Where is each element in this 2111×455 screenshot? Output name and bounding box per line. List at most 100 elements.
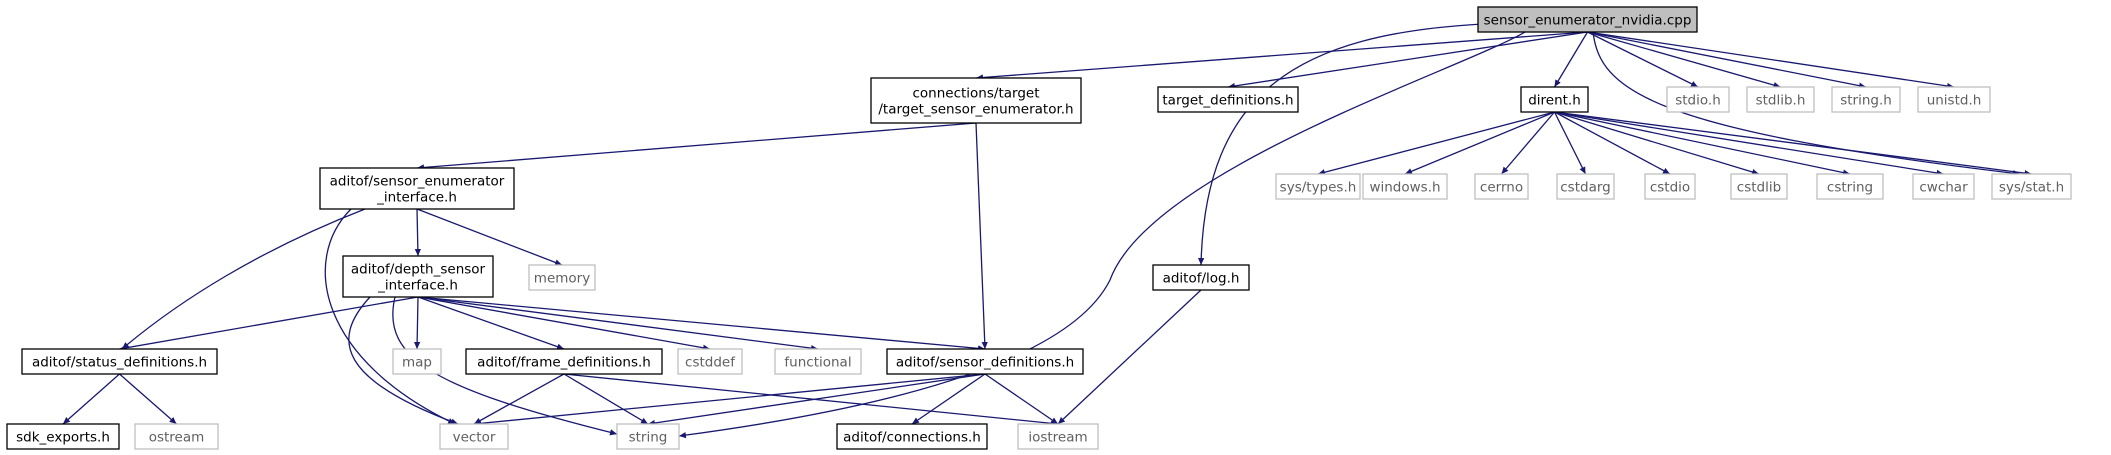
edge-sensor_enum_iface-to-status_defs	[121, 208, 366, 350]
node-box	[1730, 173, 1788, 200]
node-label: aditof/sensor_definitions.h	[896, 355, 1074, 371]
node-label: aditof/connections.h	[843, 430, 981, 446]
edge-dirent-to-cerrno	[1501, 111, 1555, 175]
node-label: aditof/log.h	[1163, 271, 1240, 287]
node-box	[1556, 173, 1615, 200]
node-stdlib_h: stdlib.h	[1746, 86, 1815, 113]
edge-target_enum-to-sensor_enum_iface	[416, 122, 977, 171]
node-depth_iface[interactable]: aditof/depth_sensor_interface.h	[342, 255, 494, 298]
node-label: _interface.h	[376, 190, 457, 206]
node-label: iostream	[1028, 430, 1087, 446]
node-label: connections/target	[912, 86, 1039, 102]
node-vector: vector	[439, 423, 509, 450]
edge-sensor_defs-to-iostream	[984, 373, 1059, 425]
node-connections[interactable]: aditof/connections.h	[836, 423, 988, 450]
node-box	[774, 348, 862, 375]
node-box	[886, 348, 1084, 375]
node-box	[21, 348, 218, 375]
node-box	[1666, 86, 1730, 113]
node-label: _interface.h	[377, 278, 458, 294]
edge-root-to-stdio_h	[1587, 31, 1699, 88]
node-label: unistd.h	[1927, 93, 1982, 109]
edge-sensor_defs-to-vector	[473, 373, 986, 427]
edge-root-to-target_defs	[1227, 31, 1588, 90]
node-box	[528, 264, 596, 291]
node-label: cerrno	[1480, 180, 1523, 196]
edge-depth_iface-to-frame_defs	[417, 296, 565, 350]
node-frame_defs[interactable]: aditof/frame_definitions.h	[465, 348, 663, 375]
node-box	[1746, 86, 1815, 113]
edge-depth_iface-to-map	[413, 296, 421, 350]
node-label: cstddef	[685, 355, 736, 371]
node-box	[1991, 173, 2072, 200]
node-box	[6, 423, 120, 450]
edge-dirent-to-sys_stat	[1554, 111, 2032, 177]
edge-sensor_enum_iface-to-memory	[416, 208, 563, 266]
edge-root-to-log_h	[1198, 23, 1484, 266]
node-label: sdk_exports.h	[16, 430, 110, 446]
node-label: string.h	[1840, 93, 1892, 109]
edge-status_defs-to-sdk_exports	[62, 373, 120, 425]
node-box	[1275, 173, 1361, 200]
node-sensor_defs[interactable]: aditof/sensor_definitions.h	[886, 348, 1084, 375]
node-box	[1520, 86, 1589, 113]
node-cerrno: cerrno	[1474, 173, 1529, 200]
node-log_h[interactable]: aditof/log.h	[1152, 264, 1250, 291]
edge-dirent-to-cstring	[1554, 111, 1851, 176]
node-functional: functional	[774, 348, 862, 375]
edge-root-to-stdlib_h	[1587, 31, 1781, 89]
node-target_defs[interactable]: target_definitions.h	[1157, 86, 1299, 113]
edge-root-to-dirent	[1553, 31, 1589, 88]
node-label: cwchar	[1919, 180, 1968, 196]
node-target_enum[interactable]: connections/target/target_sensor_enumera…	[870, 77, 1082, 124]
node-label: cstring	[1827, 180, 1873, 196]
node-box	[134, 423, 219, 450]
node-label: sensor_enumerator_nvidia.cpp	[1484, 13, 1692, 29]
node-label: cstdio	[1650, 180, 1690, 196]
edge-dirent-to-cstdio	[1554, 111, 1671, 175]
node-unistd_h: unistd.h	[1917, 86, 1991, 113]
node-box	[342, 255, 494, 298]
edge-depth_iface-to-status_defs	[119, 296, 419, 351]
edge-sensor_defs-to-connections	[911, 373, 986, 425]
node-string: string	[616, 423, 680, 450]
edge-dirent-to-sys_types	[1317, 111, 1555, 176]
node-box	[1477, 6, 1698, 33]
node-cstdio: cstdio	[1644, 173, 1696, 200]
node-box	[1362, 173, 1448, 200]
node-label: vector	[453, 430, 496, 446]
node-layer: sensor_enumerator_nvidia.cpp connections/…	[6, 6, 2072, 450]
node-box	[1816, 173, 1884, 200]
node-box	[1152, 264, 1250, 291]
node-sensor_enum_iface[interactable]: aditof/sensor_enumerator_interface.h	[319, 167, 515, 210]
edge-layer	[62, 23, 2032, 439]
node-ostream: ostream	[134, 423, 219, 450]
node-sys_types: sys/types.h	[1275, 173, 1361, 200]
edge-dirent-to-cstdlib	[1554, 111, 1760, 175]
node-dirent[interactable]: dirent.h	[1520, 86, 1589, 113]
node-box	[439, 423, 509, 450]
edge-frame_defs-to-iostream	[563, 373, 1059, 427]
node-root[interactable]: sensor_enumerator_nvidia.cpp	[1477, 6, 1698, 33]
node-box	[392, 348, 442, 375]
node-box	[870, 77, 1082, 124]
node-label: dirent.h	[1528, 93, 1581, 109]
edge-sensor_enum_iface-to-depth_iface	[414, 208, 422, 257]
edge-frame_defs-to-vector	[473, 373, 565, 425]
node-box	[1474, 173, 1529, 200]
node-status_defs[interactable]: aditof/status_definitions.h	[21, 348, 218, 375]
node-sdk_exports[interactable]: sdk_exports.h	[6, 423, 120, 450]
node-iostream: iostream	[1017, 423, 1099, 450]
edge-depth_iface-to-sensor_defs	[417, 296, 986, 352]
node-label: string	[629, 430, 668, 446]
node-box	[1644, 173, 1696, 200]
edge-frame_defs-to-string	[563, 373, 649, 425]
edge-target_enum-to-sensor_defs	[975, 122, 988, 350]
edge-root-to-target_enum	[975, 31, 1588, 81]
edge-root-to-string_h	[1587, 31, 1867, 89]
node-label: target_definitions.h	[1162, 93, 1293, 109]
node-label: cstdarg	[1560, 180, 1610, 196]
node-label: windows.h	[1369, 180, 1440, 196]
node-string_h: string.h	[1831, 86, 1901, 113]
node-cstddef: cstddef	[677, 348, 743, 375]
